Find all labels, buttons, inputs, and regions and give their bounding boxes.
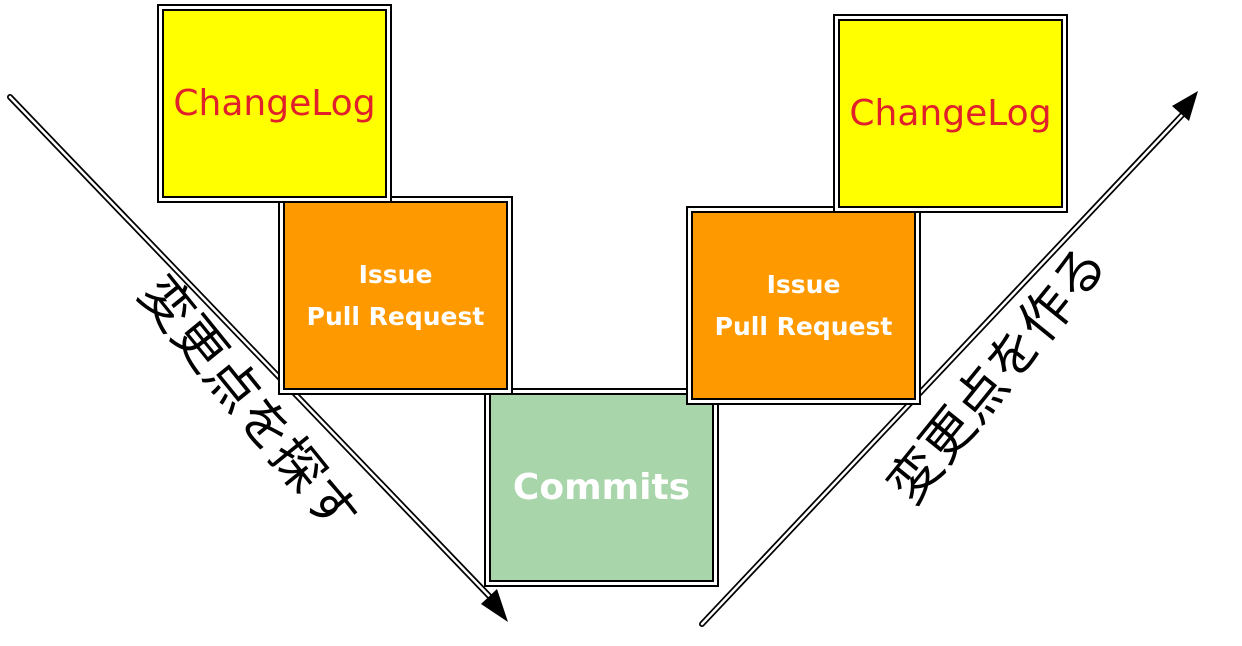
right-issue-line1: Issue	[766, 269, 841, 299]
down-arrow-head	[481, 589, 508, 622]
right-changelog-label: ChangeLog	[849, 93, 1052, 134]
left-changelog-box: ChangeLog	[157, 4, 392, 203]
right-issue-line2: Pull Request	[714, 311, 893, 341]
right-issue-box: Issue Pull Request	[686, 206, 921, 405]
left-changelog-label: ChangeLog	[173, 83, 376, 124]
up-arrow-head	[1172, 91, 1198, 121]
left-issue-box: Issue Pull Request	[278, 196, 513, 395]
down-arrow	[7, 94, 508, 622]
commits-box: Commits	[484, 388, 719, 587]
left-issue-label: Issue Pull Request	[307, 254, 485, 338]
up-arrow	[699, 91, 1198, 627]
commits-label: Commits	[512, 467, 691, 508]
left-issue-line1: Issue	[358, 259, 433, 289]
right-changelog-box: ChangeLog	[833, 14, 1068, 213]
right-issue-label: Issue Pull Request	[715, 264, 893, 348]
left-issue-line2: Pull Request	[306, 301, 485, 331]
